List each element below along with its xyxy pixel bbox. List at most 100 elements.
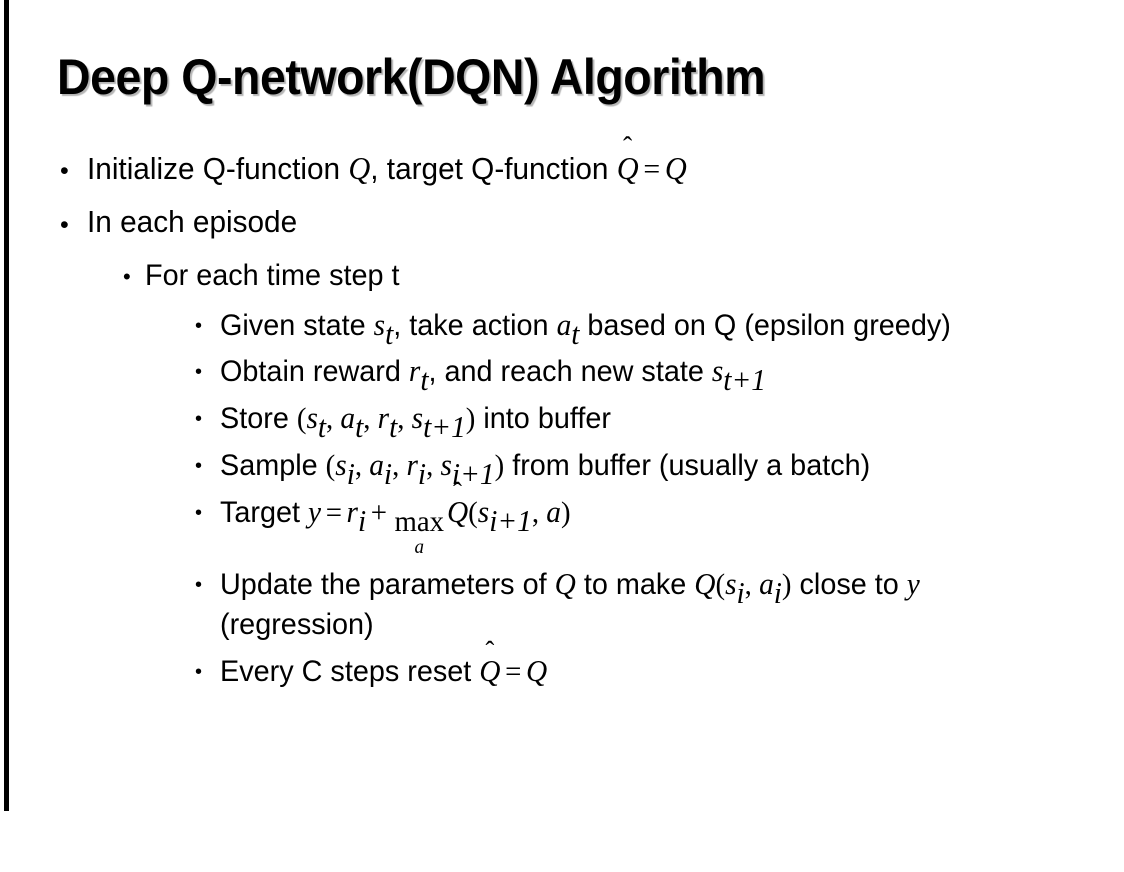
math-var-q-hat: ̂Q (617, 148, 639, 189)
math-var-q-hat: ̂Q (479, 651, 500, 692)
text-pre: Sample (220, 449, 326, 483)
math-comma: , (531, 496, 547, 530)
text-pre: Initialize Q-function (87, 151, 349, 186)
math-comma: , (426, 449, 441, 483)
math-var-q2: Q (694, 566, 716, 601)
text-post: based on Q (epsilon greedy) (579, 308, 951, 342)
math-comma: , (326, 402, 341, 436)
math-sub-t: t (420, 363, 429, 398)
math-var-r: r (377, 401, 390, 436)
bullet-reset: • Every C steps reset ̂Q=Q (195, 651, 1105, 692)
bullet-store: • Store (st, at, rt, st+1) into buffer (195, 398, 1105, 442)
math-var-qhat-base: Q (479, 653, 501, 688)
slide-left-edge-strip (4, 0, 9, 811)
bullet-marker-icon: • (195, 408, 203, 431)
text-pre: Obtain reward (220, 355, 409, 389)
math-var-y: y (308, 495, 322, 530)
math-var-q: Q (348, 151, 371, 186)
math-comma: , (744, 567, 760, 601)
math-open-paren: ( (468, 496, 478, 530)
bullet-store-text: Store (st, at, rt, st+1) into buffer (220, 398, 1070, 442)
bullet-target-text: Target y=ri+maxâQ(si+1, a) (220, 492, 1070, 558)
math-sub-i: i (357, 504, 367, 539)
bullet-in-each-episode: • In each episode (60, 202, 1105, 242)
math-var-a: a (340, 401, 356, 436)
math-comma: , (397, 402, 412, 436)
text-post: (regression) (220, 607, 374, 641)
math-var-q: Q (554, 566, 576, 601)
math-max-label: max (394, 505, 445, 539)
math-var-q: Q (525, 653, 548, 688)
text-pre: Update the parameters of (220, 567, 555, 601)
math-close-paren: ) (465, 402, 476, 436)
bullet-given-state: • Given state st, take action at based o… (195, 305, 1105, 349)
math-sub-next: t+1 (423, 410, 466, 445)
math-var-s: s (477, 495, 490, 530)
math-var-r: r (408, 354, 421, 389)
math-open-paren: ( (325, 449, 336, 483)
bullet-update: • Update the parameters of Q to make Q(s… (195, 564, 1105, 645)
math-sub-t: t (385, 316, 394, 351)
math-sub-next: i+1 (451, 457, 495, 492)
math-sub: t (355, 410, 364, 445)
bullet-marker-icon: • (195, 502, 203, 525)
text-mid: , target Q-function (370, 151, 617, 186)
bullet-in-each-episode-text: In each episode (87, 204, 298, 240)
math-var-s: s (335, 448, 347, 483)
math-sub: t (317, 410, 327, 445)
text-post: from buffer (usually a batch) (504, 449, 871, 483)
math-var-q2: Q (664, 151, 687, 186)
text-pre: Given state (220, 308, 374, 342)
bullet-sample: • Sample (si, ai, ri, si+1) from buffer … (195, 445, 1105, 489)
math-var-s: s (711, 354, 724, 389)
bullet-marker-icon: • (195, 573, 203, 596)
math-sub-t-plus-1: t+1 (723, 363, 766, 398)
math-equals: = (643, 151, 661, 186)
bullet-obtain-reward-text: Obtain reward rt, and reach new state st… (220, 351, 1070, 395)
math-close-paren: ) (781, 567, 792, 601)
math-sub-i-plus-1: i+1 (489, 504, 532, 539)
math-sub: i (383, 457, 393, 492)
bullet-marker-icon: • (195, 660, 203, 683)
math-var-s: s (306, 401, 318, 436)
math-max-limit: a (414, 535, 425, 558)
math-var-q-hat: ̂Q (447, 492, 468, 533)
math-equals: = (325, 496, 342, 530)
math-var-a: a (556, 307, 572, 342)
math-open-paren: ( (715, 567, 726, 601)
bullet-for-each-time-step: • For each time step t (123, 256, 1105, 295)
math-sub-i: i (773, 575, 782, 610)
bullet-marker-icon: • (60, 211, 69, 240)
bullet-marker-icon: • (195, 361, 203, 384)
math-equals: = (505, 654, 522, 688)
math-plus: + (370, 496, 387, 530)
bullet-marker-icon: • (195, 314, 203, 337)
math-var-a: a (759, 566, 774, 601)
math-sub: i (346, 457, 355, 492)
math-var-a: a (546, 495, 561, 530)
text-pre: Store (220, 402, 297, 436)
text-mid2: close to (791, 567, 907, 601)
bullet-reset-text: Every C steps reset ̂Q=Q (220, 651, 1070, 692)
bullet-for-each-time-step-text: For each time step t (145, 258, 400, 292)
text-post: into buffer (475, 402, 611, 436)
math-var-s-next: s (411, 401, 424, 436)
bullet-sample-text: Sample (si, ai, ri, si+1) from buffer (u… (220, 445, 1070, 489)
text-pre: Every C steps reset (220, 654, 480, 688)
math-comma: , (354, 449, 370, 483)
math-var-s: s (725, 566, 737, 601)
math-var-r: r (406, 448, 418, 483)
math-close-paren: ) (494, 449, 505, 483)
math-close-paren: ) (560, 496, 571, 530)
math-var-qhat-base: Q (446, 495, 469, 530)
slide-body: • Initialize Q-function Q, target Q-func… (60, 148, 1105, 697)
bullet-marker-icon: • (60, 157, 69, 185)
bullet-obtain-reward: • Obtain reward rt, and reach new state … (195, 351, 1105, 395)
bullet-initialize-text: Initialize Q-function Q, target Q-functi… (87, 148, 1064, 189)
text-mid: to make (575, 567, 695, 601)
bullet-given-state-text: Given state st, take action at based on … (220, 305, 1070, 349)
bullet-update-text: Update the parameters of Q to make Q(si,… (220, 564, 1070, 645)
bullet-marker-icon: • (195, 455, 203, 478)
